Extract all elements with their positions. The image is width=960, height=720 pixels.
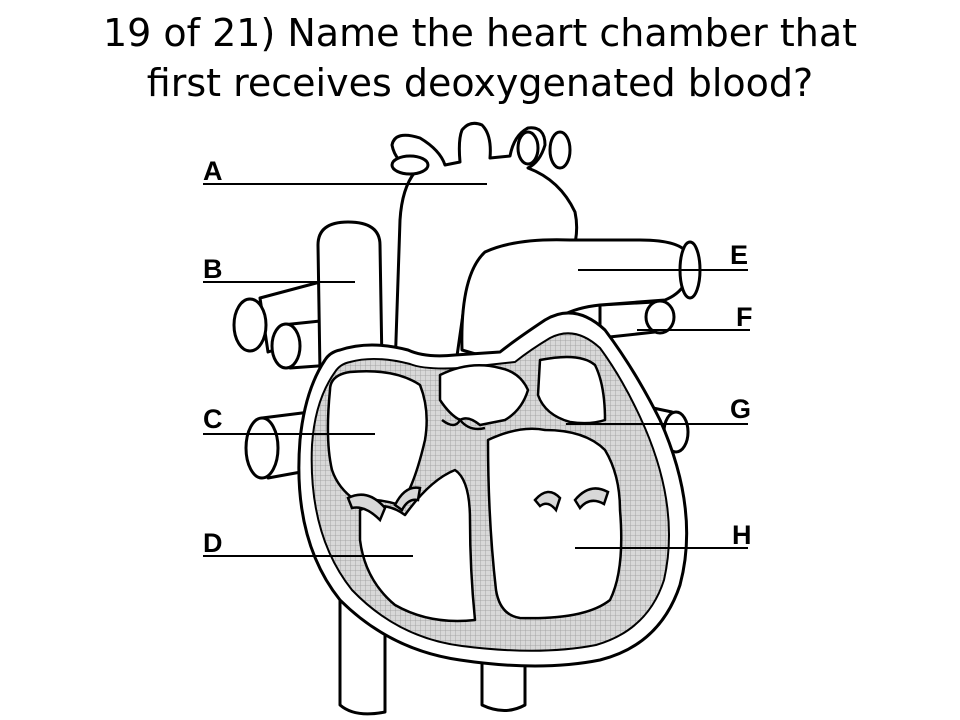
question-title: 19 of 21) Name the heart chamber that fi… — [0, 8, 960, 108]
aortic-arch — [390, 121, 579, 372]
label-g: G — [730, 394, 752, 424]
question-line-1: 19 of 21) Name the heart chamber that — [102, 11, 858, 55]
label-b: B — [203, 254, 223, 284]
label-f: F — [736, 302, 753, 332]
superior-vena-cava — [316, 220, 384, 374]
aortic-valve — [441, 417, 486, 431]
mitral-valve — [533, 490, 562, 513]
left-ventricle-cavity — [486, 427, 623, 620]
label-e: E — [730, 240, 749, 270]
label-c: C — [203, 404, 223, 434]
label-d: D — [203, 528, 223, 558]
label-h: H — [732, 520, 752, 550]
left-atrium-right-cavity — [536, 355, 607, 425]
label-a: A — [203, 156, 223, 186]
tricuspid-valve — [346, 493, 387, 523]
left-atrium-cavity — [438, 363, 530, 427]
right-atrium-cavity — [326, 370, 428, 507]
question-line-2: first receives deoxygenated blood? — [146, 61, 814, 105]
right-ventricle-cavity — [358, 468, 477, 623]
